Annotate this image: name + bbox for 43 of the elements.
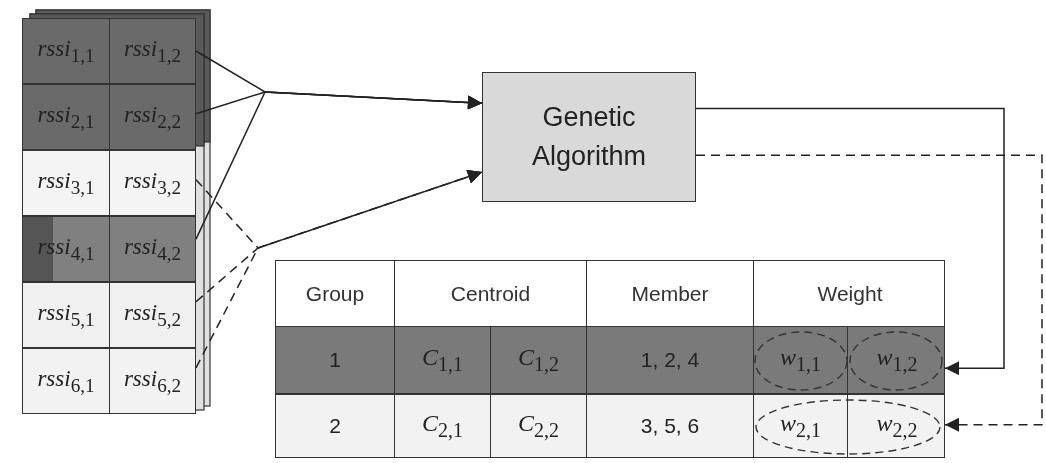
arrow — [195, 91, 483, 240]
cell-text: w$_{1,1}$ — [780, 344, 821, 376]
cell-text: rssi$_{5,1}$ — [37, 299, 95, 331]
cell-text: w$_{2,2}$ — [876, 410, 918, 442]
cell-text: rssi$_{6,2}$ — [123, 365, 182, 397]
arrow — [195, 169, 483, 303]
data-row — [22, 150, 196, 216]
data-row — [22, 216, 196, 282]
cell-text: C$_{1,2}$ — [518, 344, 559, 376]
cell-text: 1, 2, 4 — [640, 348, 700, 372]
cell-text: rssi$_{2,1}$ — [37, 101, 95, 133]
cell-text: w$_{2,1}$ — [780, 410, 821, 442]
cell-text: rssi$_{5,2}$ — [123, 299, 182, 331]
column-header: Member — [631, 281, 709, 306]
cell-text: 2 — [329, 414, 341, 438]
data-row — [22, 84, 196, 150]
arrow — [195, 169, 483, 369]
data-row — [22, 18, 196, 84]
cell-text: C$_{2,1}$ — [422, 410, 463, 442]
cell-text: rssi$_{1,1}$ — [37, 35, 95, 67]
cell-text: rssi$_{3,2}$ — [123, 167, 182, 199]
cell-text: 1 — [329, 348, 341, 372]
cell-text: rssi$_{4,2}$ — [123, 233, 182, 265]
cell-text: rssi$_{3,1}$ — [37, 167, 95, 199]
column-header: Weight — [817, 281, 883, 306]
cell-text: w$_{1,2}$ — [876, 344, 918, 376]
table-row — [275, 394, 945, 458]
process-box — [482, 72, 696, 202]
cell-text: 3, 5, 6 — [640, 414, 700, 438]
arrow — [695, 154, 1043, 432]
cell-text: rssi$_{1,2}$ — [123, 35, 182, 67]
column-header: Group — [305, 281, 365, 306]
cell-text: rssi$_{2,2}$ — [123, 101, 182, 133]
data-row — [22, 348, 196, 414]
table-row — [275, 326, 945, 394]
data-row — [22, 282, 196, 348]
column-header: Centroid — [450, 281, 531, 306]
box-label: Genetic Algorithm — [530, 100, 647, 173]
cell-text: rssi$_{4,1}$ — [37, 233, 95, 265]
cell-text: rssi$_{6,1}$ — [37, 365, 95, 397]
cell-text: C$_{1,1}$ — [422, 344, 463, 376]
arrow — [695, 107, 1005, 376]
cell-text: C$_{2,2}$ — [518, 410, 559, 442]
